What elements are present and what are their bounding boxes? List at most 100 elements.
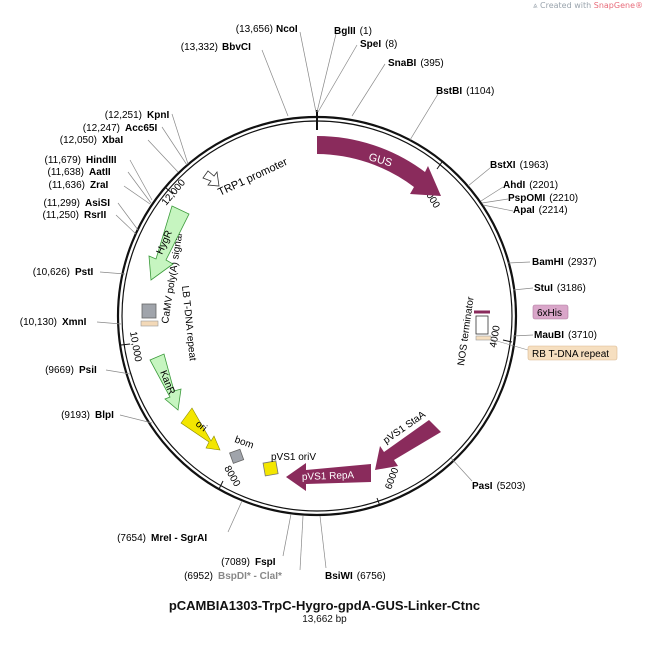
site-pos: (3710) bbox=[568, 330, 597, 341]
site-pos: (13,656) bbox=[236, 24, 273, 35]
site-name: BstBI bbox=[436, 86, 462, 97]
feature-label-pvs1-oriv: pVS1 oriV bbox=[271, 452, 316, 463]
site-pos: (5203) bbox=[497, 481, 526, 492]
site-name: XmnI bbox=[62, 317, 87, 328]
plasmid-size: 13,662 bp bbox=[302, 614, 347, 625]
site-maubi[interactable]: MauBI(3710) bbox=[512, 330, 597, 341]
site-pos: (9669) bbox=[45, 365, 74, 376]
feature-label-kanr: KanR bbox=[157, 369, 177, 396]
site-pos: (2201) bbox=[529, 180, 558, 191]
site-pos: (8) bbox=[385, 39, 397, 50]
site-spei[interactable]: SpeI (8) bbox=[317, 39, 397, 113]
scale-tick-8000: 8000 bbox=[218, 464, 242, 490]
site-name: PsiI bbox=[79, 365, 97, 376]
site-bsiwi[interactable]: BsiWI(6756) bbox=[319, 515, 386, 582]
feature-pvs1-staa[interactable]: pVS1 StaA bbox=[375, 409, 441, 470]
scale-tick-label: 6000 bbox=[383, 466, 401, 491]
feature-label-trp1-promoter: TRP1 promoter bbox=[216, 156, 290, 199]
site-stui[interactable]: StuI(3186) bbox=[512, 283, 586, 294]
feature-label-rb-tdna-repeat: RB T-DNA repeat bbox=[532, 349, 609, 360]
feature-trp1-promoter[interactable]: TRP1 promoter bbox=[202, 156, 290, 199]
site-xbai[interactable]: (12,050) XbaI bbox=[60, 135, 179, 173]
svg-text:BamHI(2937): BamHI(2937) bbox=[532, 257, 597, 268]
site-bamhi[interactable]: BamHI(2937) bbox=[507, 257, 597, 268]
site-name: SnaBI bbox=[388, 58, 417, 69]
site-pos: (11,679) bbox=[44, 155, 81, 166]
feature-pvs1-oriv[interactable]: pVS1 oriV bbox=[262, 452, 316, 477]
site-name: HindIII bbox=[86, 155, 117, 166]
site-pos: (3186) bbox=[557, 283, 586, 294]
site-ahdi[interactable]: AhdI(2201) bbox=[480, 180, 558, 202]
site-name: NcoI bbox=[276, 24, 298, 35]
site-pos: (13,332) bbox=[181, 42, 218, 53]
site-name: BspDI* - ClaI* bbox=[218, 571, 282, 582]
svg-text:SpeI(8): SpeI (8) bbox=[360, 39, 397, 50]
site-fspi[interactable]: (7089) FspI bbox=[221, 513, 292, 568]
feature-pvs1-repa[interactable]: pVS1 RepA bbox=[286, 463, 371, 491]
site-hindiii[interactable]: (11,679) HindIII bbox=[44, 155, 153, 201]
site-name: AatII bbox=[89, 167, 111, 178]
site-pos: (10,626) bbox=[33, 267, 70, 278]
site-name: KpnI bbox=[147, 110, 169, 121]
site-psti[interactable]: (10,626) PstI bbox=[33, 267, 126, 278]
feature-ori[interactable]: ori bbox=[180, 407, 221, 451]
site-bstxi[interactable]: BstXI(1963) bbox=[467, 160, 549, 187]
site-pos: (11,250) bbox=[42, 210, 79, 221]
site-zrai[interactable]: (11,636) ZraI bbox=[48, 180, 151, 205]
site-kpni[interactable]: (12,251) KpnI bbox=[105, 110, 189, 165]
site-pos: (1963) bbox=[520, 160, 549, 171]
feature-nos-terminator[interactable]: NOS terminator bbox=[456, 295, 489, 366]
site-name: Acc65I bbox=[125, 123, 157, 134]
feature-label-nos-terminator: NOS terminator bbox=[456, 295, 477, 366]
site-name: FspI bbox=[255, 557, 276, 568]
svg-text:AhdI(2201): AhdI(2201) bbox=[503, 180, 558, 191]
site-psii[interactable]: (9669) PsiI bbox=[45, 365, 131, 376]
site-ncoi[interactable]: (13,656) NcoI bbox=[236, 24, 317, 113]
site-rsrii[interactable]: (11,250) RsrII bbox=[42, 210, 137, 235]
backbone-outer-ring bbox=[116, 115, 518, 517]
credit-prefix: Created with bbox=[540, 1, 592, 10]
site-pos: (9193) bbox=[61, 410, 90, 421]
site-blpi[interactable]: (9193) BlpI bbox=[61, 410, 153, 424]
site-acc65i[interactable]: (12,247) Acc65I bbox=[83, 123, 188, 166]
feature-gus[interactable]: GUS bbox=[317, 136, 441, 196]
site-asisi[interactable]: (11,299) AsiSI bbox=[43, 198, 139, 231]
scale-tick-label: 12,000 bbox=[160, 177, 188, 208]
svg-text:ApaI(2214): ApaI(2214) bbox=[513, 205, 568, 216]
site-bspdi-clai[interactable]: (6952) BspDI* - ClaI* bbox=[184, 515, 304, 582]
site-psp0mi[interactable]: PspOMI(2210) bbox=[481, 193, 578, 204]
site-bbvci[interactable]: (13,332) BbvCI bbox=[181, 42, 289, 117]
feature-label-6xhis: 6xHis bbox=[537, 308, 562, 319]
feature-bom[interactable]: bom bbox=[229, 434, 255, 464]
site-name: XbaI bbox=[102, 135, 123, 146]
svg-text:SnaBI(395): SnaBI(395) bbox=[388, 58, 444, 69]
scale-tick-10000: 10,000 bbox=[120, 331, 143, 363]
site-bglii[interactable]: BglII(1) bbox=[316, 26, 372, 113]
site-pos: (7089) bbox=[221, 557, 250, 568]
site-name: PasI bbox=[472, 481, 493, 492]
site-name: BlpI bbox=[95, 410, 114, 421]
site-pos: (12,247) bbox=[83, 123, 120, 134]
feature-kanr[interactable]: KanR bbox=[149, 353, 182, 411]
site-snabi[interactable]: SnaBI(395) bbox=[351, 58, 444, 117]
site-mrei-sgrai[interactable]: (7654) MreI - SgrAI bbox=[117, 500, 243, 544]
svg-text:StuI(3186): StuI(3186) bbox=[534, 283, 586, 294]
svg-text:(13,656): (13,656) bbox=[236, 24, 273, 35]
svg-text:PasI(5203): PasI (5203) bbox=[472, 481, 525, 492]
svg-text:BsiWI(6756): BsiWI(6756) bbox=[325, 571, 386, 582]
svg-text:(13,332): (13,332) bbox=[181, 42, 218, 53]
site-apai[interactable]: ApaI(2214) bbox=[482, 204, 568, 216]
site-name: BbvCI bbox=[222, 42, 251, 53]
site-name: SpeI bbox=[360, 39, 381, 50]
site-name: PstI bbox=[75, 267, 94, 278]
site-pos: (1) bbox=[360, 26, 372, 37]
site-xmni[interactable]: (10,130) XmnI bbox=[20, 317, 122, 328]
feature-6xhis[interactable]: 6xHis bbox=[474, 304, 569, 320]
site-pos: (2214) bbox=[539, 205, 568, 216]
site-bstbi[interactable]: BstBI(1104) bbox=[409, 86, 494, 141]
site-aatii[interactable]: (11,638) AatII bbox=[47, 167, 152, 204]
site-pasi[interactable]: PasI (5203) bbox=[450, 457, 525, 492]
site-name: MreI - SgrAI bbox=[151, 533, 207, 544]
feature-rb-tdna-repeat[interactable]: RB T-DNA repeat bbox=[475, 335, 618, 361]
